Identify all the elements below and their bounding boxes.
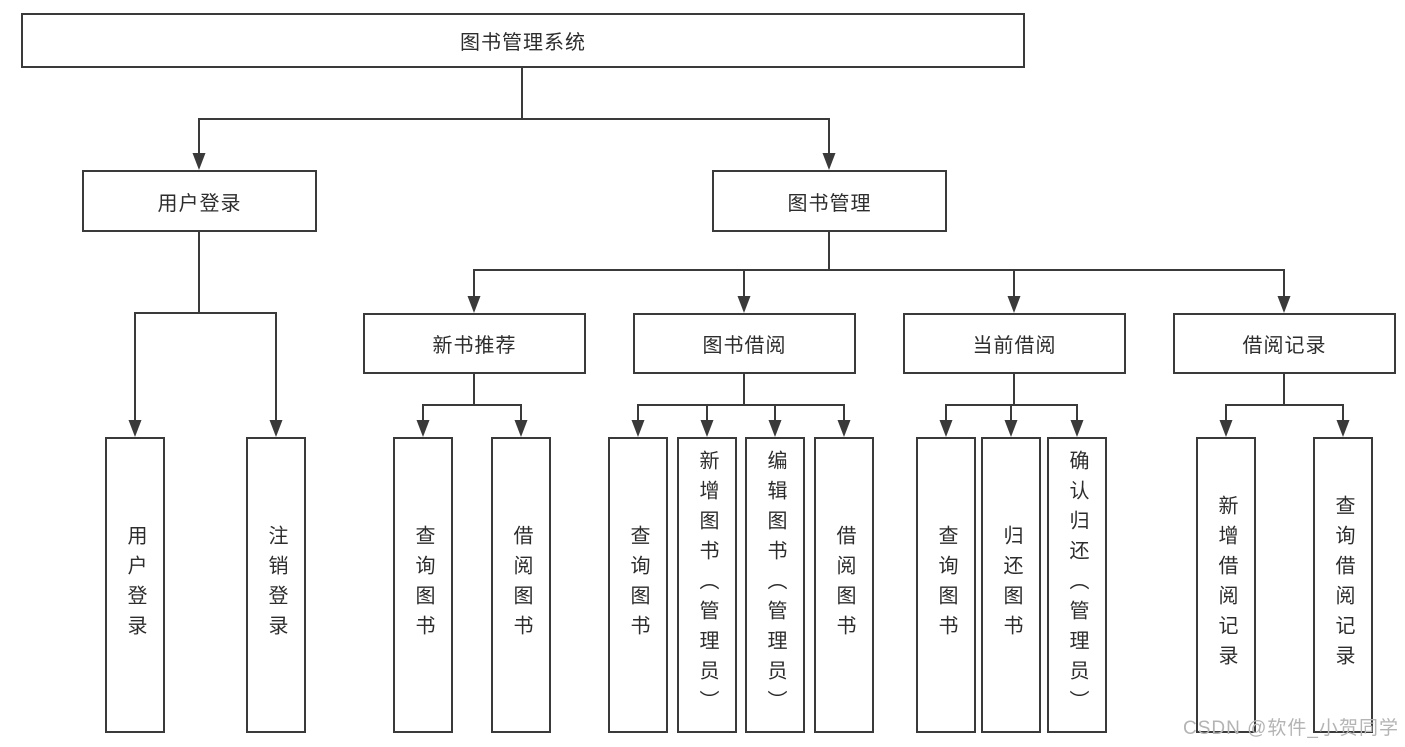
node-root: 图书管理系统 [21,13,1025,68]
arrowhead [768,420,782,437]
connector-userlogin-group [134,232,277,424]
leaf-query-book-borrow-label: 查询图书 [627,525,649,645]
arrowhead [631,420,645,437]
arrowhead [128,420,142,437]
leaf-edit-book-admin-label: 编辑图书（管理员） [764,450,786,720]
node-book-management-label: 图书管理 [787,192,872,215]
connector-record-group [1225,374,1344,424]
connector-bookmgmt-to-level3 [473,232,1285,301]
node-borrowing-records-label: 借阅记录 [1242,335,1327,357]
leaf-user-login-label: 用户登录 [124,525,146,645]
arrowhead [1070,420,1084,437]
leaf-return-book-label: 归还图书 [1000,525,1022,645]
node-root-label: 图书管理系统 [460,32,586,54]
leaf-return-book: 归还图书 [981,437,1041,733]
node-book-borrowing-label: 图书借阅 [702,335,787,357]
arrowhead [192,153,206,170]
leaf-edit-book-admin: 编辑图书（管理员） [745,437,805,733]
leaf-add-borrow-record-label: 新增借阅记录 [1215,495,1237,675]
leaf-add-borrow-record: 新增借阅记录 [1196,437,1256,733]
arrowhead [1336,420,1350,437]
arrowhead [822,153,836,170]
arrowhead [939,420,953,437]
leaf-query-borrow-record-label: 查询借阅记录 [1332,495,1354,675]
arrowhead [416,420,430,437]
leaf-logout-label: 注销登录 [265,525,287,645]
connector-root-to-level2 [198,68,830,158]
arrowhead [1007,296,1021,313]
arrowhead [700,420,714,437]
arrowhead [467,296,481,313]
arrowhead [1219,420,1233,437]
leaf-user-login: 用户登录 [105,437,165,733]
leaf-query-book-recommend: 查询图书 [393,437,453,733]
leaf-borrow-book-recommend: 借阅图书 [491,437,551,733]
arrowhead [1277,296,1291,313]
leaf-query-book-recommend-label: 查询图书 [412,525,434,645]
leaf-borrow-book-label: 借阅图书 [833,525,855,645]
connector-borrow-group [637,374,845,424]
leaf-add-book-admin: 新增图书（管理员） [677,437,737,733]
arrowhead [269,420,283,437]
connector-newbook-group [422,374,522,424]
node-book-management: 图书管理 [712,170,947,232]
arrowhead [737,296,751,313]
csdn-watermark: CSDN @软件_小贺同学 [1183,718,1399,739]
leaf-query-borrow-record: 查询借阅记录 [1313,437,1373,733]
connector-current-group [945,374,1078,424]
leaf-add-book-admin-label: 新增图书（管理员） [696,450,718,720]
arrowhead [514,420,528,437]
node-current-borrowing: 当前借阅 [903,313,1126,374]
leaf-confirm-return-admin: 确认归还（管理员） [1047,437,1107,733]
node-borrowing-records: 借阅记录 [1173,313,1396,374]
node-user-login: 用户登录 [82,170,317,232]
leaf-borrow-book-recommend-label: 借阅图书 [510,525,532,645]
arrowhead [837,420,851,437]
leaf-query-book-borrow: 查询图书 [608,437,668,733]
node-book-borrowing: 图书借阅 [633,313,856,374]
leaf-logout: 注销登录 [246,437,306,733]
arrowhead [1004,420,1018,437]
leaf-borrow-book: 借阅图书 [814,437,874,733]
node-current-borrowing-label: 当前借阅 [972,335,1057,357]
node-new-book-recommend: 新书推荐 [363,313,586,374]
node-new-book-recommend-label: 新书推荐 [432,335,517,357]
leaf-confirm-return-admin-label: 确认归还（管理员） [1066,450,1088,720]
leaf-query-book-current: 查询图书 [916,437,976,733]
node-user-login-label: 用户登录 [157,192,242,215]
leaf-query-book-current-label: 查询图书 [935,525,957,645]
